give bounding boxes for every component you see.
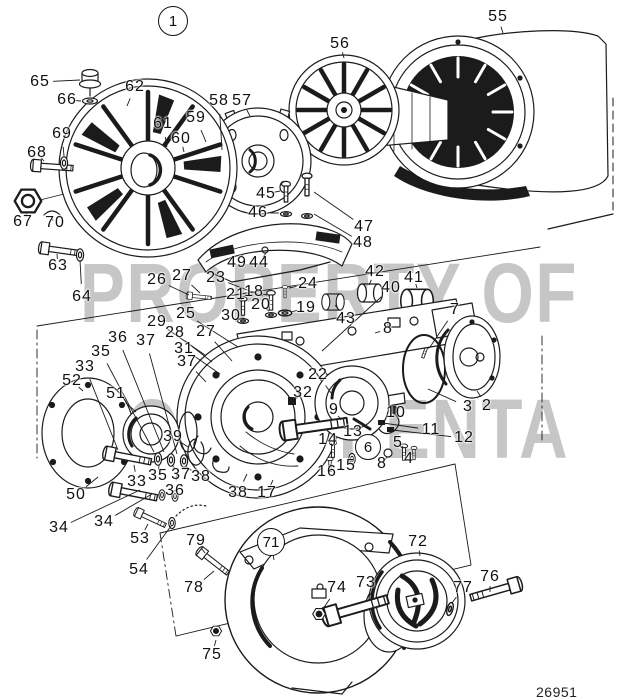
pulley-62 [58, 78, 238, 258]
rear-hardware [277, 405, 418, 473]
terminal-screws [185, 289, 293, 324]
fan-guard-72 [312, 552, 525, 650]
circlip-39 [187, 438, 205, 466]
cap-65 [78, 68, 102, 105]
flange-52 [41, 377, 135, 489]
figure-number: 26951 [536, 684, 578, 700]
rotor-56 [261, 54, 449, 166]
rear-bracket [176, 335, 340, 499]
front-hardware [13, 156, 85, 262]
mount-bolts [101, 445, 207, 531]
stator-housing-55 [381, 30, 609, 201]
end-cover-2 [435, 315, 501, 399]
